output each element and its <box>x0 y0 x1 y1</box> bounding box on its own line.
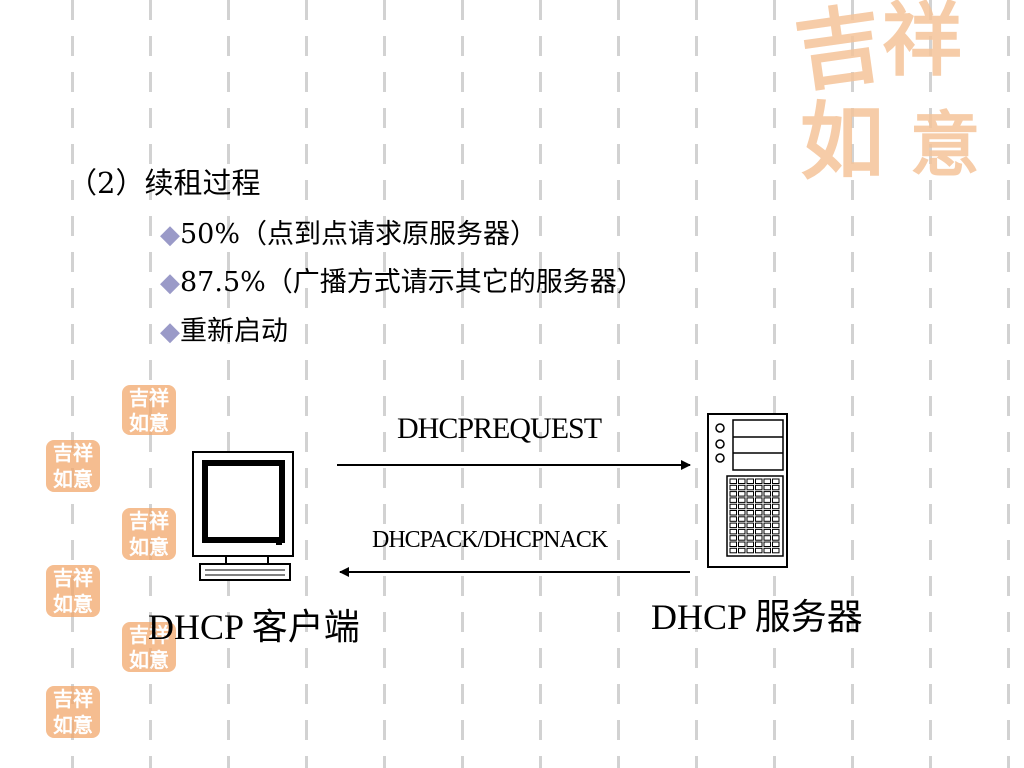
bullet-item: ◆50%（点到点请求原服务器） <box>160 212 537 251</box>
vent-slot <box>738 510 746 516</box>
vent-slot <box>763 491 771 497</box>
vent-slot <box>738 478 746 484</box>
vent-slot <box>772 516 780 522</box>
vent-slot <box>729 491 737 497</box>
vent-slot <box>738 484 746 491</box>
seal-stamp: 吉祥如意 <box>46 565 100 617</box>
vent-slot <box>746 491 754 497</box>
vent-slot <box>746 510 754 516</box>
vent-slot <box>746 541 754 547</box>
seal-stamp: 吉祥如意 <box>46 686 100 738</box>
vent-slot <box>755 497 763 503</box>
vent-slot <box>755 484 763 491</box>
response-label: DHCPACK/DHCPNACK <box>372 527 608 553</box>
vent-slot <box>755 528 763 535</box>
vent-slot <box>755 503 763 510</box>
vent-slot <box>729 522 737 529</box>
client-computer-icon <box>192 451 294 581</box>
request-label: DHCPREQUEST <box>397 412 602 445</box>
vent-slot <box>763 522 771 529</box>
vent-slot <box>746 497 754 503</box>
vent-slot <box>746 528 754 535</box>
vent-slot <box>729 497 737 503</box>
vent-slot <box>738 516 746 522</box>
vent-slot <box>772 510 780 516</box>
vent-slot <box>746 484 754 491</box>
vent-slot <box>729 535 737 541</box>
vent-slot <box>755 541 763 547</box>
vent-slot <box>738 491 746 497</box>
vent-slot <box>755 491 763 497</box>
vent-slot <box>763 503 771 510</box>
diamond-bullet-icon: ◆ <box>160 268 180 298</box>
server-label: DHCP 服务器 <box>651 597 863 637</box>
vent-slot <box>738 541 746 547</box>
vent-slot <box>772 547 780 554</box>
vent-slot <box>729 547 737 554</box>
vent-slot <box>729 510 737 516</box>
vent-slot <box>746 522 754 529</box>
calligraphy-logo: 吉 祥 如 意 <box>789 0 980 191</box>
bullet-text: 重新启动 <box>180 316 288 347</box>
vent-slot <box>755 547 763 554</box>
vent-slot <box>738 522 746 529</box>
vent-slot <box>729 484 737 491</box>
vent-slot <box>772 522 780 529</box>
vent-slot <box>772 491 780 497</box>
seal-stamp: 吉祥如意 <box>46 440 100 492</box>
vent-slot <box>763 547 771 554</box>
vent-slot <box>772 503 780 510</box>
vent-slot <box>755 516 763 522</box>
diamond-bullet-icon: ◆ <box>160 220 180 250</box>
vent-slot <box>738 528 746 535</box>
vent-slot <box>746 503 754 510</box>
bullet-text: 87.5%（广播方式请示其它的服务器） <box>180 267 644 298</box>
bullet-item: ◆重新启动 <box>160 309 288 348</box>
vent-slot <box>763 528 771 535</box>
vent-slot <box>763 478 771 484</box>
vent-slot <box>729 516 737 522</box>
vent-slot <box>763 535 771 541</box>
vent-slot <box>729 541 737 547</box>
vent-slot <box>772 497 780 503</box>
vent-slot <box>738 497 746 503</box>
vent-slot <box>763 497 771 503</box>
seal-stamp: 吉祥如意 <box>122 508 176 560</box>
vent-slot <box>772 541 780 547</box>
vent-slot <box>763 510 771 516</box>
vent-slot <box>755 535 763 541</box>
vent-slot <box>729 528 737 535</box>
vent-slot <box>755 478 763 484</box>
vent-slot <box>738 503 746 510</box>
vent-slot <box>772 535 780 541</box>
client-label: DHCP 客户端 <box>148 607 360 647</box>
seal-stamp: 吉祥如意 <box>122 385 176 435</box>
vent-slot <box>746 516 754 522</box>
vent-slot <box>746 478 754 484</box>
vent-slot <box>738 535 746 541</box>
vent-slot <box>772 478 780 484</box>
vent-slot <box>763 541 771 547</box>
slide-title: （2）续租过程 <box>68 166 261 200</box>
server-tower-icon <box>707 413 788 568</box>
vent-slot <box>772 484 780 491</box>
bullet-item: ◆87.5%（广播方式请示其它的服务器） <box>160 260 644 299</box>
vent-slot <box>755 510 763 516</box>
vent-slot <box>746 547 754 554</box>
vent-slot <box>755 522 763 529</box>
vent-slot <box>738 547 746 554</box>
vent-slot <box>772 528 780 535</box>
diamond-bullet-icon: ◆ <box>160 317 180 347</box>
vent-slot <box>763 484 771 491</box>
vent-slot <box>746 535 754 541</box>
seal-stamp: 吉祥如意 <box>122 622 176 672</box>
bullet-text: 50%（点到点请求原服务器） <box>180 219 538 250</box>
vent-slot <box>729 478 737 484</box>
vent-slot <box>763 516 771 522</box>
vent-slot <box>729 503 737 510</box>
